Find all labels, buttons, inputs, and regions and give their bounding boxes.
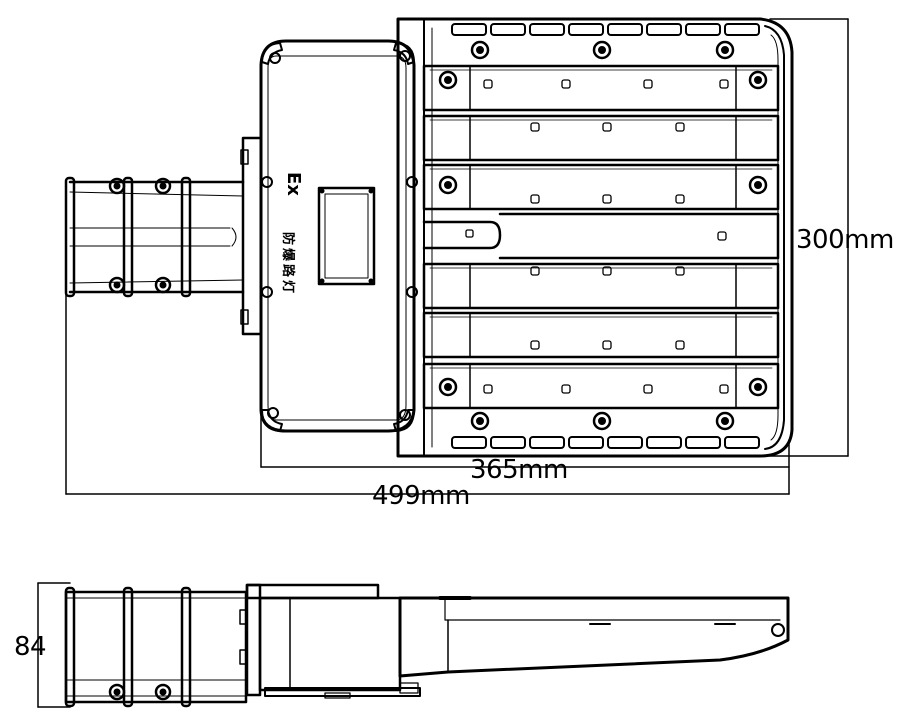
led-strip [422,311,780,359]
bolt [748,175,768,195]
vent-slot [568,436,604,449]
led-strip [422,262,780,310]
clamp-band [122,586,134,708]
vent-slot [568,23,604,36]
clamp-band [64,586,76,708]
led-marker [717,231,727,241]
led-strip [422,114,780,162]
bolt [715,40,735,60]
led-marker [643,384,653,394]
vent-slot [451,436,487,449]
bolts [438,40,768,431]
led-marker [675,340,685,350]
center-latch [422,220,502,250]
clamp-band [64,176,76,298]
bolt [592,411,612,431]
side-view: 84 [14,582,790,708]
led-marker [719,384,729,394]
led-marker [483,79,493,89]
chinese-char: 路 [280,264,296,278]
led-marker [530,266,540,276]
vent-slot [646,23,682,36]
vent-slot [451,23,487,36]
mounting-arm [64,136,263,336]
led-marker [530,194,540,204]
chinese-char: 灯 [280,280,296,293]
bolt [592,40,612,60]
led-module-strips [422,64,780,410]
dim-side-thickness: 84 [14,632,46,662]
led-marker [675,122,685,132]
vent-row-bottom [451,436,760,449]
led-marker [675,194,685,204]
led-marker [719,79,729,89]
vent-slot [685,23,721,36]
bolt [748,377,768,397]
ex-mark: Ex [283,172,304,196]
bolt [438,175,458,195]
clamp-band [122,176,134,298]
led-strip [422,362,780,410]
led-marker [530,122,540,132]
clamp-band [180,586,192,708]
vent-row-top [451,23,760,36]
led-strip [498,212,780,260]
led-marker [602,194,612,204]
led-markers [483,79,729,394]
bolt [470,40,490,60]
dim-height: 300mm [796,225,894,255]
bolt [438,377,458,397]
bolt [438,70,458,90]
vent-slot [529,436,565,449]
led-marker [483,384,493,394]
led-strip [422,64,780,112]
chinese-char: 防 [280,232,296,245]
bolt [748,70,768,90]
bolt [715,411,735,431]
led-marker [530,340,540,350]
led-marker [675,266,685,276]
vent-slot [490,436,526,449]
dim-housing-width: 365mm [470,455,568,485]
led-marker [602,340,612,350]
vent-slot [685,436,721,449]
led-marker [602,266,612,276]
vent-slot [490,23,526,36]
led-marker [561,79,571,89]
vent-slot [646,436,682,449]
vent-slot [607,436,643,449]
clamp-band [180,176,192,298]
vent-slot [529,23,565,36]
bolt [470,411,490,431]
vent-slot [607,23,643,36]
led-marker [561,384,571,394]
led-housing [396,17,794,458]
vent-slot [724,436,760,449]
led-marker [643,79,653,89]
led-marker [602,122,612,132]
led-strip [422,163,780,211]
dimension-lines [65,18,849,495]
dim-overall-width: 499mm [372,481,470,511]
vent-slot [724,23,760,36]
chinese-char: 爆 [280,248,296,262]
